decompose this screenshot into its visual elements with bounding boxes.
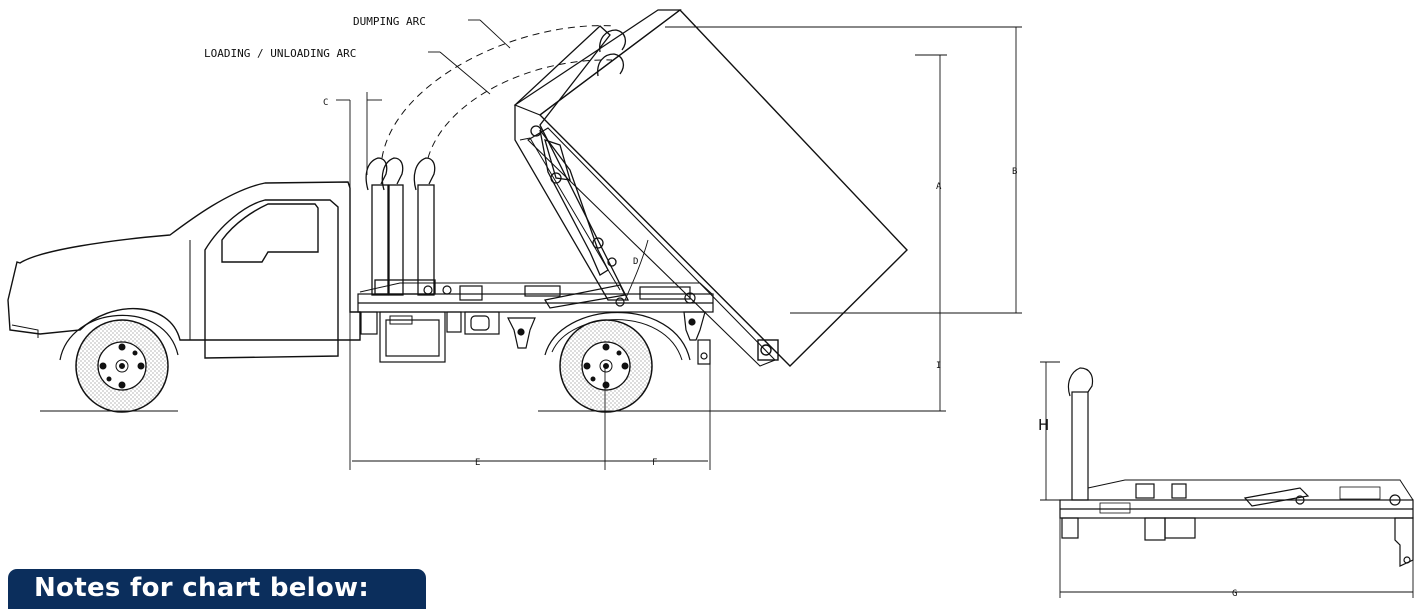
dimension-g-label: G (1232, 589, 1237, 599)
notes-banner: Notes for chart below: (8, 569, 426, 609)
dimension-d-label: D (633, 257, 638, 267)
loading-arc-label: LOADING / UNLOADING ARC (204, 47, 356, 60)
side-view-dimensions (1040, 361, 1414, 598)
dimension-b-label: B (1012, 167, 1017, 177)
side-view-frame (1059, 367, 1414, 567)
raised-hook-arm (514, 25, 630, 301)
dumping-arc-label: DUMPING ARC (353, 15, 426, 28)
rear-wheel (544, 311, 691, 413)
dimension-c-label: C (323, 98, 328, 108)
dimension-i-label: I (936, 361, 941, 371)
front-wheel (59, 314, 179, 413)
truck-cab (7, 181, 361, 359)
dimension-h-label: H (1038, 416, 1049, 434)
hook-arm-positions (365, 157, 436, 296)
arcs (381, 25, 616, 159)
raised-container (513, 9, 908, 367)
dimension-f-label: F (652, 458, 657, 468)
hooklift-subframe (357, 282, 714, 365)
labels: DUMPING ARC LOADING / UNLOADING ARC C A … (204, 15, 1237, 599)
dimension-a-label: A (936, 182, 942, 192)
dimension-e-label: E (475, 458, 480, 468)
dimension-lines (336, 19, 1022, 470)
